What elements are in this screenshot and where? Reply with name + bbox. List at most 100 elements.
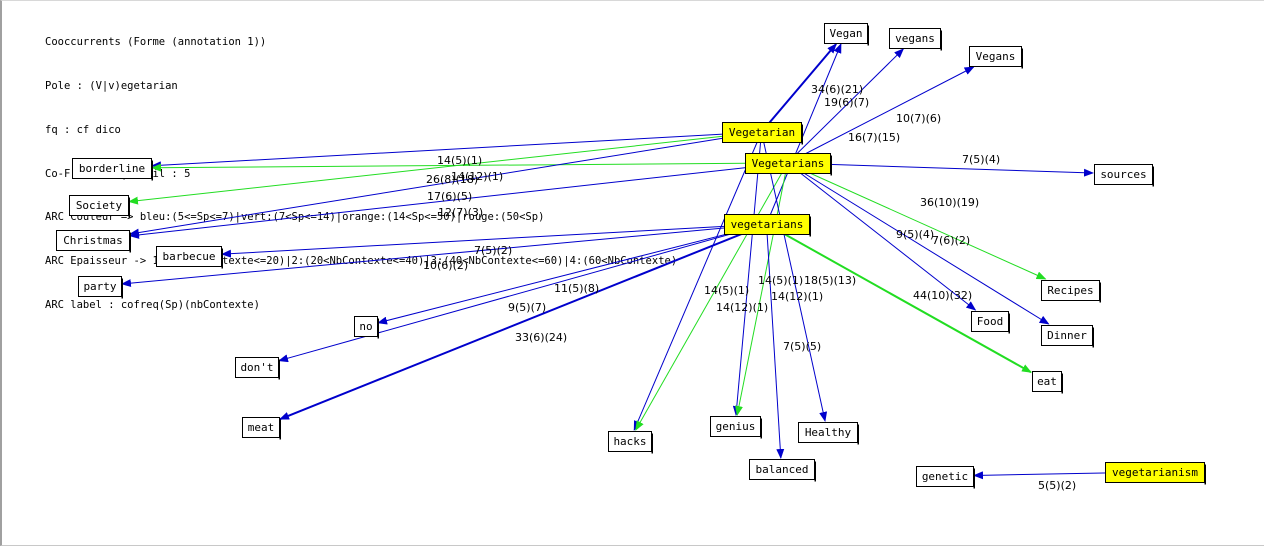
cooccurrent-node[interactable]: sources [1094, 164, 1155, 187]
node-shadow [1061, 373, 1063, 394]
node-label: eat [1037, 375, 1057, 388]
cooccurrent-node[interactable]: party [78, 276, 124, 299]
edge-vegetarians-food [787, 162, 977, 311]
node-label: barbecue [163, 250, 216, 263]
edge-vegetarian-healthy [761, 131, 828, 422]
edge-vegetarians-recipes [787, 162, 1047, 280]
node-shadow [809, 216, 811, 237]
node-label: Dinner [1047, 329, 1087, 342]
edge-vegetarian-christmas [129, 131, 762, 237]
node-shadow [1021, 48, 1023, 69]
cooccurrent-node[interactable]: Vegans [969, 46, 1024, 69]
edge-label: 16(7)(15) [848, 131, 900, 144]
edge-label: 34(6)(21) [811, 83, 863, 96]
node-shadow [651, 433, 653, 454]
node-label: genetic [922, 470, 968, 483]
node-label: borderline [79, 162, 145, 175]
edge-label: 18(5)(13) [804, 274, 856, 287]
cooccurrent-node[interactable]: Vegan [824, 23, 870, 46]
node-label: Christmas [63, 234, 123, 247]
edge-vegetarians-sources [787, 162, 1094, 177]
edge-label: 33(6)(24) [515, 331, 567, 344]
node-label: no [359, 320, 372, 333]
node-shadow [857, 424, 859, 445]
info-pole: Pole : (V|v)egetarian [45, 79, 178, 92]
edge-vegetarians-borderline [151, 162, 788, 172]
node-shadow [867, 25, 869, 46]
edge-label: 7(5)(4) [962, 153, 1000, 166]
node-shadow [221, 248, 223, 269]
pole-node[interactable]: vegetarians [724, 214, 812, 237]
edge-label: 14(5)(1) [437, 154, 482, 167]
cooccurrent-node[interactable]: genius [710, 416, 763, 439]
edge-label: 14(12)(1) [716, 301, 768, 314]
pole-node[interactable]: vegetarianism [1105, 462, 1207, 485]
cooccurrent-node[interactable]: vegans [889, 28, 943, 51]
edge-vegetarians-barbecue [221, 223, 767, 258]
edge-vegetarians-no [377, 223, 767, 325]
node-shadow [1152, 166, 1154, 187]
cooccurrent-node[interactable]: Christmas [56, 230, 132, 253]
edge-vegetarians-hacks [635, 162, 788, 431]
cooccurrent-node[interactable]: balanced [749, 459, 817, 482]
cooccurrent-node[interactable]: genetic [916, 466, 976, 489]
edge-label: 14(5)(1) [758, 274, 803, 287]
node-label: Vegans [976, 50, 1016, 63]
edge-label: 7(5)(2) [474, 244, 512, 257]
edge-vegetarians-dont [278, 223, 767, 363]
edge-vegetarians-eat [766, 223, 1032, 374]
pole-node[interactable]: Vegetarian [722, 122, 804, 145]
edge-vegetarians-dinner [787, 162, 1050, 325]
node-shadow [121, 278, 123, 299]
cooccurrent-node[interactable]: borderline [72, 158, 154, 181]
info-arc-thickness: ARC Epaisseur -> 1:(1<=NbContexte<=20)|2… [45, 255, 678, 268]
cooccurrent-node[interactable]: Healthy [798, 422, 860, 445]
node-shadow [1092, 327, 1094, 348]
edge-label: 17(6)(5) [427, 190, 472, 203]
cooccurrent-node[interactable]: Society [69, 195, 131, 218]
cooccurrent-node[interactable]: Food [971, 311, 1011, 334]
edge-label: 36(10)(19) [920, 196, 979, 209]
info-title: Cooccurrents (Forme (annotation 1)) [45, 36, 267, 49]
node-label: party [83, 280, 116, 293]
node-shadow [129, 232, 131, 253]
edge-vegetarians-party [121, 223, 767, 288]
edge-label: 14(12)(1) [451, 170, 503, 183]
node-shadow [377, 318, 379, 339]
node-label: vegetarians [731, 218, 804, 231]
cooccurrent-node[interactable]: barbecue [156, 246, 224, 269]
info-arc-color: ARC Couleur => bleu:(5<=Sp<=7)|vert:(7<S… [45, 211, 545, 224]
edge-vegetarians-balanced [766, 223, 785, 459]
cooccurrent-node[interactable]: meat [242, 417, 282, 440]
node-label: sources [1100, 168, 1146, 181]
edge-vegetarian-genius [732, 131, 762, 416]
node-label: Society [76, 199, 123, 212]
edge-label: 14(5)(1) [704, 284, 749, 297]
edge-label: 14(12)(1) [771, 290, 823, 303]
node-label: vegetarianism [1112, 466, 1198, 479]
info-fq: fq : cf dico [45, 123, 121, 136]
edge-label: 7(6)(2) [932, 234, 970, 247]
edge-label: 10(6)(2) [423, 259, 468, 272]
node-shadow [1008, 313, 1010, 334]
node-shadow [1204, 464, 1206, 485]
cooccurrent-node[interactable]: Dinner [1041, 325, 1095, 348]
edge-vegetarians-christmas [129, 162, 788, 239]
cooccurrent-node[interactable]: Recipes [1041, 280, 1102, 303]
cooccurrent-node[interactable]: eat [1032, 371, 1064, 394]
pole-node[interactable]: Vegetarians [745, 153, 833, 176]
cooccurrent-node[interactable]: don't [235, 357, 281, 380]
edge-vegetarian-borderline [151, 131, 762, 170]
edge-vegetarians-meat [279, 223, 767, 421]
cooccurrent-node[interactable]: hacks [608, 431, 654, 454]
edge-label: 44(10)(32) [913, 289, 972, 302]
node-label: Healthy [805, 426, 852, 439]
node-label: don't [240, 361, 273, 374]
node-shadow [279, 419, 281, 440]
node-shadow [278, 359, 280, 380]
node-shadow [814, 461, 816, 482]
edge-vegetarian-hacks [633, 131, 762, 431]
cooccurrent-node[interactable]: no [354, 316, 380, 339]
edge-label: 7(5)(5) [783, 340, 821, 353]
node-shadow [801, 124, 803, 145]
